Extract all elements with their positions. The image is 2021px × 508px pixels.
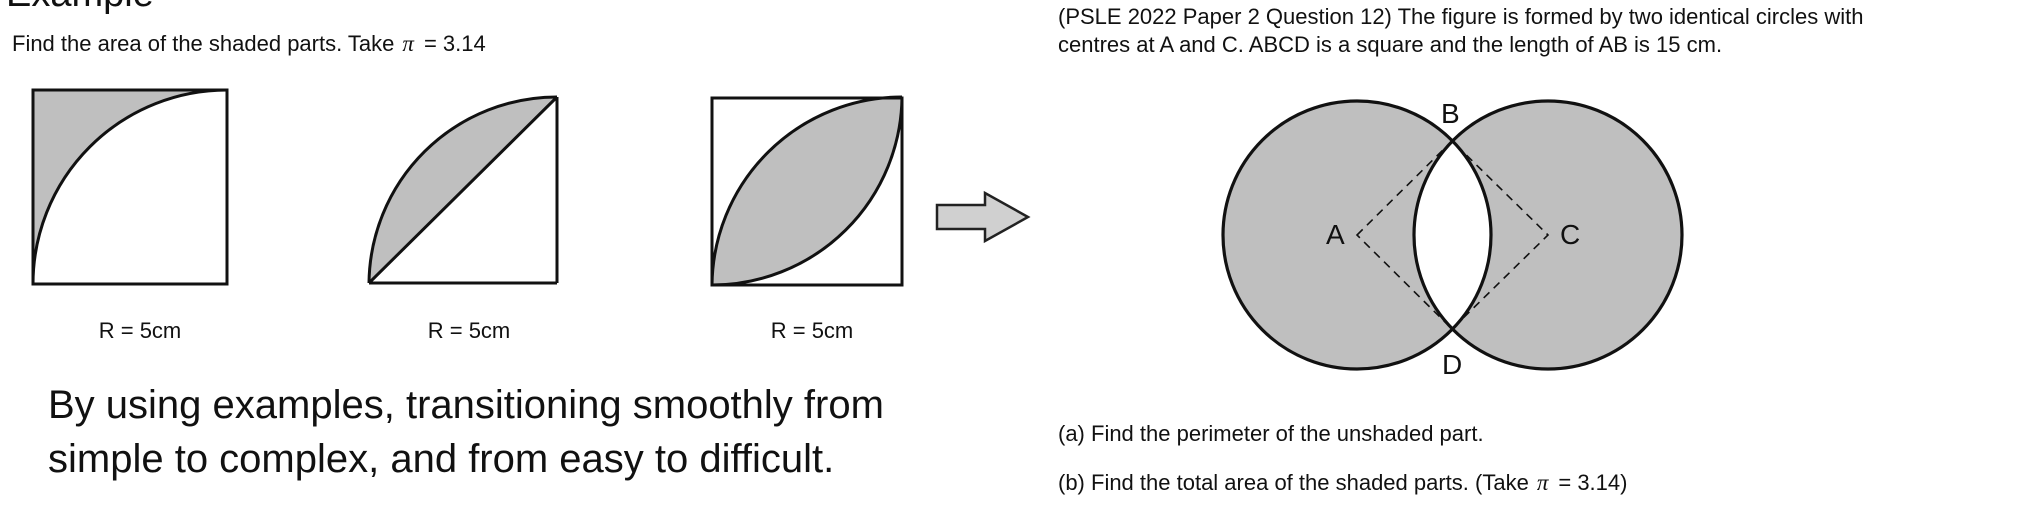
figure-3-radius-label: R = 5cm xyxy=(770,318,854,343)
figure-2-arc xyxy=(367,95,558,284)
square-abcd-dashed xyxy=(1355,139,1550,331)
pi-value: = 3.14 xyxy=(423,31,486,56)
point-label-c: C xyxy=(1560,219,1581,250)
instruction-text: Find the area of the shaded parts. Take xyxy=(12,31,395,56)
figure-3-arc-lower xyxy=(711,96,904,287)
point-label-b: B xyxy=(1441,98,1460,129)
figure-1-square xyxy=(31,88,229,286)
circle-c-outline xyxy=(1412,99,1684,371)
figure-3-leaf xyxy=(710,95,904,287)
left-instruction: Find the area of the shaded parts. Take π… xyxy=(12,30,486,58)
caption: By using examples, transitioning smoothl… xyxy=(48,378,1008,486)
unshaded-overlap-region xyxy=(1413,141,1491,329)
figure-1-shaded-region xyxy=(33,90,227,284)
figure-1-quarter-circle xyxy=(31,88,229,286)
figure-2-chord xyxy=(367,95,559,285)
cut-off-heading: Example xyxy=(6,0,154,14)
caption-line-2: simple to complex, and from easy to diff… xyxy=(48,437,835,481)
question-part-a: (a) Find the perimeter of the unshaded p… xyxy=(1058,421,1484,446)
point-label-a: A xyxy=(1326,219,1345,250)
caption-line-1: By using examples, transitioning smoothl… xyxy=(48,383,884,427)
circle-a-outline xyxy=(1221,99,1493,371)
figure-2-segment xyxy=(367,95,559,285)
figure-3-square xyxy=(710,96,904,287)
part-b-text: (b) Find the total area of the shaded pa… xyxy=(1058,470,1529,495)
question-line-1: (PSLE 2022 Paper 2 Question 12) The figu… xyxy=(1058,4,1864,29)
figure-1-radius-label: R = 5cm xyxy=(98,318,182,343)
question-part-b: (b) Find the total area of the shaded pa… xyxy=(1058,469,1627,497)
figure-3-shaded-leaf xyxy=(712,97,902,285)
part-b-end: = 3.14) xyxy=(1558,470,1628,495)
point-label-d: D xyxy=(1442,349,1463,380)
two-circles-figure xyxy=(1221,99,1684,371)
figure-1-arc xyxy=(31,88,228,285)
figure-2-radius-label: R = 5cm xyxy=(427,318,511,343)
pi-symbol: π xyxy=(402,31,414,56)
part-b-pi-symbol: π xyxy=(1536,470,1549,495)
right-arrow-icon xyxy=(935,190,1031,244)
question-line-2: centres at A and C. ABCD is a square and… xyxy=(1058,32,1723,57)
figure-3-arc-upper xyxy=(710,95,903,286)
